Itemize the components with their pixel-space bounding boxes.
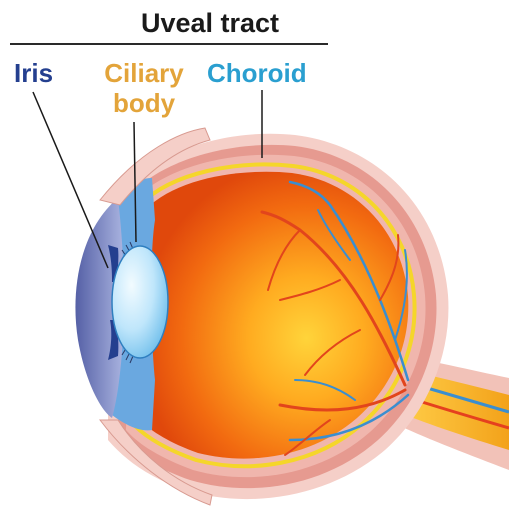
lens — [112, 246, 168, 358]
leader-iris — [33, 92, 108, 268]
